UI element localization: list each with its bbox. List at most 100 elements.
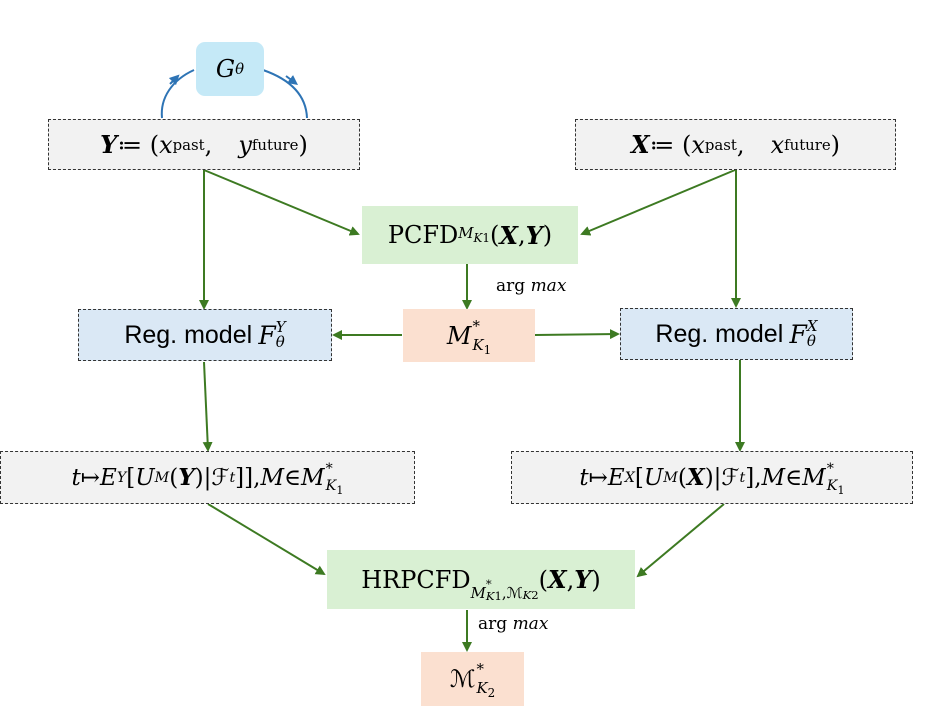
m-final-base: ℳ xyxy=(449,665,476,693)
x-y: x xyxy=(770,130,785,159)
hrpcfd-comma: , xyxy=(566,565,575,594)
pcfd-open: ( xyxy=(489,221,500,249)
cond-x-in: ∈ xyxy=(785,464,803,491)
g-theta-base: G xyxy=(215,55,236,83)
y-assign: ≔ ( xyxy=(117,130,160,159)
reg-y-label: Reg. model xyxy=(124,320,253,349)
cond-y-rb: ]], xyxy=(235,464,261,491)
m-star-base: M xyxy=(446,321,472,350)
reg-x-sub: θ xyxy=(806,332,816,350)
pcfd-close: ) xyxy=(542,221,553,249)
cond-y-e-sub: Y xyxy=(116,469,127,486)
cond-y-bar: | xyxy=(203,464,212,491)
hrpcfd-sub-m: M xyxy=(470,584,486,603)
reg-y-f: F xyxy=(258,320,276,350)
cond-x-e-sub: X xyxy=(624,469,635,486)
arrow-mstar-to-regx xyxy=(534,329,620,340)
reg-y-sub: θ xyxy=(275,333,285,351)
m-star-box: M*K1 xyxy=(403,309,535,362)
cond-x-m2: M xyxy=(802,464,826,491)
cond-x-u-sub: M xyxy=(663,469,678,486)
hrpcfd-sub-sup: * xyxy=(485,576,492,591)
cond-y-arg: Y xyxy=(178,464,195,491)
gtheta-arc-left xyxy=(160,69,195,119)
cond-x-bar: | xyxy=(713,464,722,491)
cond-x-m2-sup: * xyxy=(826,460,834,477)
arrow-x-to-pcfd xyxy=(580,169,736,236)
hrpcfd-close: ) xyxy=(591,565,601,594)
hrpcfd-name: HRPCFD xyxy=(361,565,471,594)
m-star-sub-k: K xyxy=(472,335,484,354)
argmax-label-1: arg max xyxy=(496,274,588,298)
m-final-sup: * xyxy=(476,660,484,679)
cond-y-t: t xyxy=(71,464,81,491)
hrpcfd-open: ( xyxy=(538,565,548,594)
y-close: ) xyxy=(298,130,308,159)
pcfd-comma: , xyxy=(517,221,526,249)
hrpcfd-sub-k1: K xyxy=(485,588,495,603)
hrpcfd-arg-a: X xyxy=(548,565,567,594)
m-star-sub-1: 1 xyxy=(483,342,492,357)
cond-y-m2-sub-1: 1 xyxy=(336,482,344,497)
cond-x-u: U xyxy=(643,464,664,491)
arrow-condx-to-hrpcfd xyxy=(636,503,725,578)
cond-y-in: ∈ xyxy=(284,464,302,491)
reg-x-sup: X xyxy=(806,317,818,335)
cond-x-arg: X xyxy=(686,464,705,491)
cond-x-m2-sub-1: 1 xyxy=(837,482,845,497)
cond-x-m2-sub-k: K xyxy=(826,478,838,494)
cond-x-arg-open: ( xyxy=(677,464,687,491)
x-sep: , xyxy=(736,130,745,159)
hrpcfd-sub-comma: , xyxy=(501,584,507,603)
cond-x-e: E xyxy=(607,464,625,491)
pcfd-arg-a: X xyxy=(499,220,518,250)
reg-x-f: F xyxy=(789,319,807,349)
cond-y-arg-open: ( xyxy=(169,464,179,491)
cond-y-e: E xyxy=(100,464,117,491)
pcfd-arg-b: Y xyxy=(525,220,543,250)
argmax-1-max: max xyxy=(530,276,567,296)
cond-x-filtration: ℱ xyxy=(721,464,740,491)
m-final-sub-k: K xyxy=(476,679,488,697)
gtheta-arrowhead-right xyxy=(285,75,298,85)
pcfd-name: PCFD xyxy=(387,221,459,249)
cond-y-m2: M xyxy=(301,464,325,491)
reg-y-sup: Y xyxy=(275,318,286,336)
cond-x-lb: [ xyxy=(634,464,644,491)
pcfd-sub-k: K xyxy=(473,230,483,245)
hrpcfd-sub-2: 2 xyxy=(531,588,539,603)
cond-x-f-sub: t xyxy=(739,469,746,486)
pcfd-sub-m: M xyxy=(458,223,474,242)
x-var: X xyxy=(630,130,650,159)
argmax-2-max: max xyxy=(512,614,549,634)
cond-y-arg-close: ) xyxy=(194,464,204,491)
pcfd-sub-1: 1 xyxy=(482,230,490,245)
cond-y-m2-sup: * xyxy=(325,460,333,477)
x-close: ) xyxy=(830,130,841,159)
cond-x-mapsto: ↦ xyxy=(588,464,608,491)
hrpcfd-arg-b: Y xyxy=(574,565,592,594)
y-x: x xyxy=(159,130,173,159)
cond-y-u-sub: M xyxy=(154,469,170,486)
gtheta-arrowhead-left xyxy=(168,74,180,86)
cond-y-m: M xyxy=(260,464,284,491)
cond-y-mapsto: ↦ xyxy=(80,464,101,491)
cond-y-m2-sub-k: K xyxy=(325,478,337,494)
arrow-regy-to-condy xyxy=(202,361,213,452)
hrpcfd-sub-1: 1 xyxy=(494,588,502,603)
y-var: Y xyxy=(100,130,118,159)
hrpcfd-sub-k2: K xyxy=(522,588,532,603)
argmax-1-arg: arg xyxy=(496,276,526,296)
cond-y-filtration: ℱ xyxy=(211,464,230,491)
cond-y-lb: [ xyxy=(126,464,136,491)
